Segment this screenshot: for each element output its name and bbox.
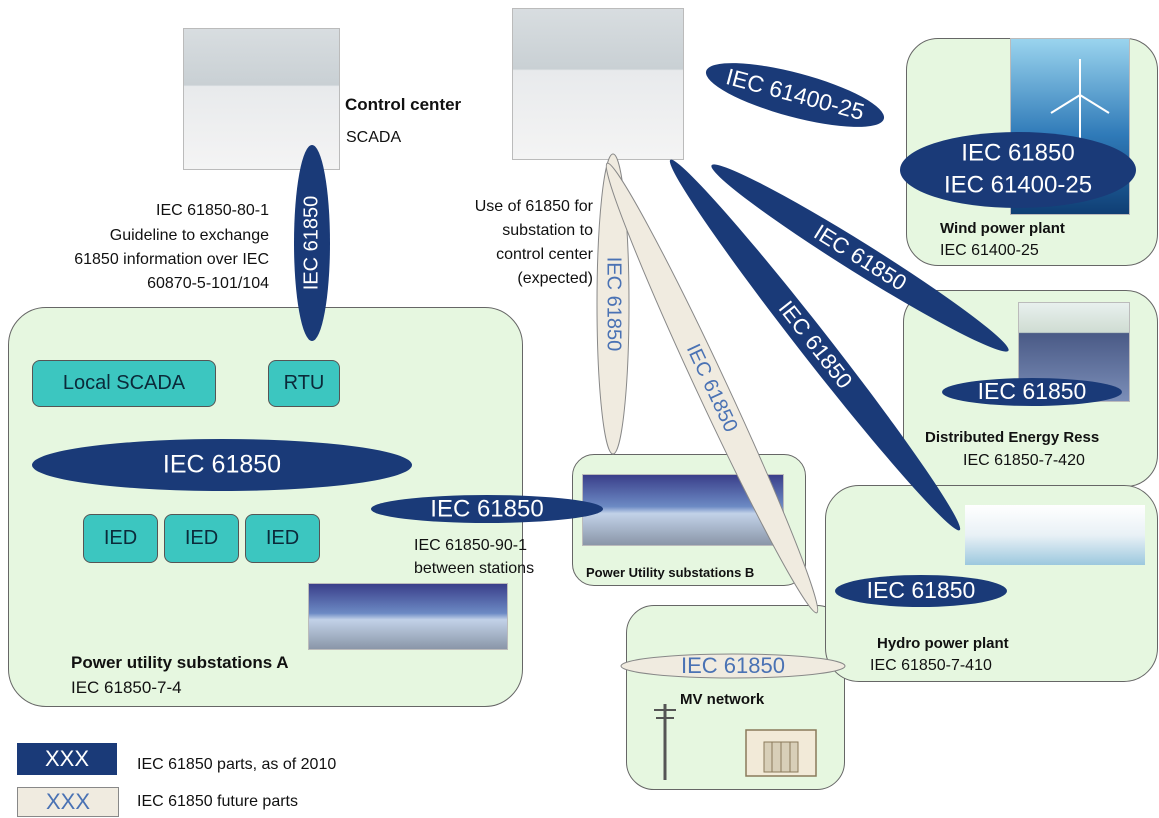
guideline-text-1: IEC 61850-80-1 xyxy=(156,202,269,219)
ellipse-der-plant: IEC 61850 xyxy=(942,378,1122,406)
power-pole-icon xyxy=(652,700,678,780)
guideline-text-2: Guideline to exchange xyxy=(109,227,269,244)
ellipse-substation-bus: IEC 61850 xyxy=(32,439,412,491)
ellipse-wind-plant-label-1: IEC 61850 xyxy=(961,139,1074,166)
ellipse-hydro-plant-label: IEC 61850 xyxy=(867,577,976,603)
der-subtitle: IEC 61850-7-420 xyxy=(963,452,1085,469)
ellipse-der-label: IEC 61850 xyxy=(810,219,911,295)
use-text-2: substation to xyxy=(502,222,593,239)
building-icon xyxy=(742,720,822,778)
ied-box-1: IED xyxy=(83,514,158,563)
ellipse-cc-vertical: IEC 61850 xyxy=(294,145,330,341)
substation-b-title: Power Utility substations B xyxy=(586,565,755,580)
between-text-2: between stations xyxy=(414,560,535,577)
local-scada-box: Local SCADA xyxy=(32,360,216,407)
control-center-photo-right xyxy=(512,8,684,160)
substation-a-subtitle: IEC 61850-7-4 xyxy=(71,678,182,697)
ied-box-2: IED xyxy=(164,514,239,563)
control-center-subtitle: SCADA xyxy=(346,129,402,146)
ellipse-substation-bus-label: IEC 61850 xyxy=(163,451,281,479)
substation-a-photo xyxy=(308,583,508,650)
wind-subtitle: IEC 61400-25 xyxy=(940,242,1039,259)
hydro-subtitle: IEC 61850-7-410 xyxy=(870,657,992,674)
between-text-1: IEC 61850-90-1 xyxy=(414,537,527,554)
legend-current-label: IEC 61850 parts, as of 2010 xyxy=(137,756,337,773)
ellipse-hydro-plant: IEC 61850 xyxy=(835,575,1007,607)
legend-key-future: XXX xyxy=(17,787,119,817)
ellipse-future-substation-b-label: IEC 61850 xyxy=(603,257,625,352)
ellipse-mv-plant: IEC 61850 xyxy=(620,653,846,679)
wind-turbine-icon xyxy=(1045,55,1115,165)
use-text-1: Use of 61850 for xyxy=(474,198,593,215)
rtu-box: RTU xyxy=(268,360,340,407)
hydro-title: Hydro power plant xyxy=(877,635,1009,652)
ellipse-der-plant-label: IEC 61850 xyxy=(978,378,1087,404)
ellipse-61400-link: IEC 61400-25 xyxy=(705,63,885,127)
ellipse-cc-vertical-label: IEC 61850 xyxy=(300,196,322,291)
substation-a-title: Power utility substations A xyxy=(71,653,289,672)
legend-key-current: XXX xyxy=(17,743,117,775)
legend-future-label: IEC 61850 future parts xyxy=(137,793,298,810)
ellipse-wind-plant: IEC 61850 IEC 61400-25 xyxy=(900,132,1136,208)
ellipse-wind-plant-label-2: IEC 61400-25 xyxy=(944,171,1092,198)
ied-box-3: IED xyxy=(245,514,320,563)
mv-network-title: MV network xyxy=(680,691,765,708)
der-title: Distributed Energy Ress xyxy=(925,429,1100,446)
hydro-photo xyxy=(965,505,1145,565)
ellipse-hydro-link-label: IEC 61850 xyxy=(774,296,858,393)
wind-title: Wind power plant xyxy=(940,220,1065,237)
use-text-4: (expected) xyxy=(517,270,593,287)
ellipse-between-stations-label: IEC 61850 xyxy=(430,495,543,522)
guideline-text-3: 61850 information over IEC xyxy=(74,251,269,268)
use-text-3: control center xyxy=(496,246,593,263)
ellipse-mv-plant-label: IEC 61850 xyxy=(681,653,785,678)
control-center-title: Control center xyxy=(345,95,462,114)
ellipse-between-stations: IEC 61850 xyxy=(371,495,603,523)
guideline-text-4: 60870-5-101/104 xyxy=(147,275,269,292)
ellipse-future-substation-b: IEC 61850 xyxy=(596,153,630,455)
